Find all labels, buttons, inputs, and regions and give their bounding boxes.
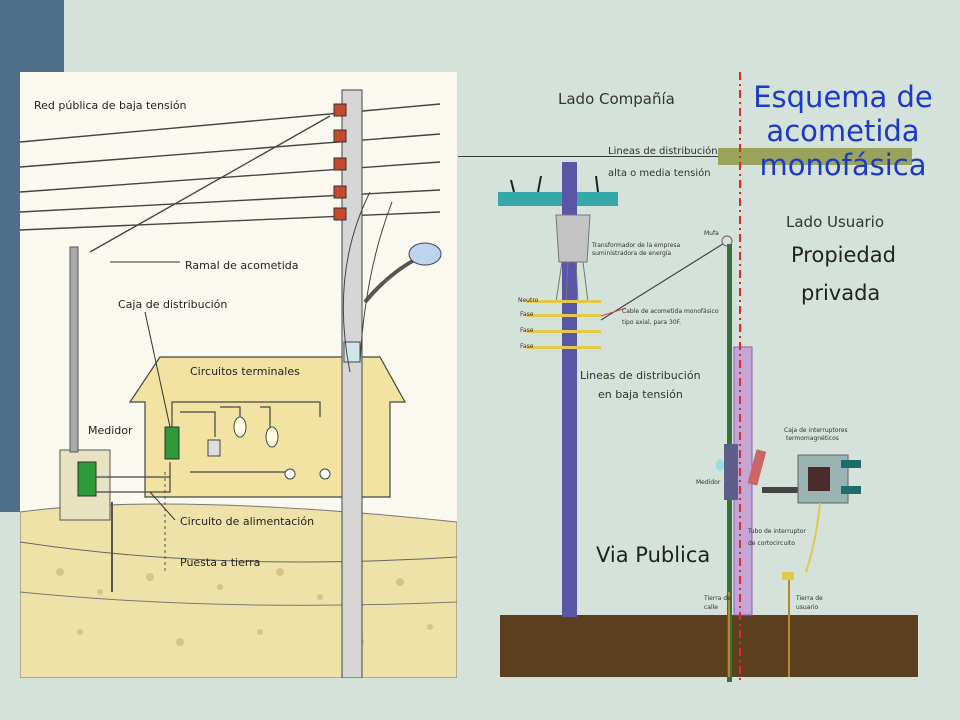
ground-slab: [500, 615, 918, 677]
label-tierra-calle-1: Tierra de: [703, 595, 731, 602]
utility-pole: [341, 89, 363, 679]
residential-service-illustration: Red pública de baja tensión Ramal de aco…: [19, 72, 458, 679]
label-lado-compania: Lado Compañía: [558, 90, 675, 108]
meter-box: [77, 461, 97, 497]
label-via-publica: Via Publica: [596, 543, 710, 567]
power-lines: [19, 103, 441, 253]
transformer-leads: [555, 261, 589, 303]
label-lineas-at-1: Lineas de distribución: [608, 145, 718, 157]
label-medidor: Medidor: [696, 479, 721, 486]
left-diagram-svg: Red pública de baja tensión Ramal de aco…: [19, 89, 458, 679]
label-ramal: Ramal de acometida: [185, 259, 299, 272]
label-transformador-1: Transformador de la empresa: [591, 242, 681, 249]
label-lineas-bt-2: en baja tensión: [598, 388, 683, 401]
secondary-bars: [526, 300, 601, 349]
label-transformador-2: suministradora de energía: [592, 250, 671, 257]
label-tierra-usuario-2: usuario: [796, 604, 819, 611]
title-accent-bar: [718, 148, 912, 165]
label-tubo-1: Tubo de interruptor: [747, 528, 806, 535]
label-circuito-alim: Circuito de alimentación: [180, 515, 314, 528]
label-caja: Caja de distribución: [118, 298, 227, 311]
transformer: [555, 214, 591, 263]
service-drop-cable: [600, 241, 727, 321]
title-underline: [458, 156, 900, 157]
single-phase-service-schematic: Lado Compañía Lineas de distribución alt…: [486, 72, 926, 682]
distribution-box: [164, 426, 180, 460]
ground-connector: [782, 572, 794, 580]
title-line-2: acometida: [766, 114, 920, 148]
label-tubo-2: de cortocircuito: [748, 540, 795, 547]
soil: [19, 503, 458, 679]
label-cable-1: Cable de acometida monofásico: [622, 308, 719, 315]
label-puesta-tierra: Puesta a tierra: [180, 556, 260, 569]
service-mast: [69, 246, 79, 453]
label-lineas-bt-1: Lineas de distribución: [580, 369, 701, 382]
meter: [716, 459, 724, 471]
label-circuitos: Circuitos terminales: [190, 365, 300, 378]
label-caja-int-2: termomagnéticos: [786, 435, 839, 442]
meter-base: [724, 444, 738, 500]
label-medidor: Medidor: [88, 424, 133, 437]
label-tierra-calle-2: calle: [704, 604, 718, 611]
label-caja-int-1: Caja de interruptores: [784, 427, 848, 434]
label-fase-3: Fase: [520, 343, 534, 350]
crossarm: [498, 192, 618, 206]
insulators: [333, 103, 347, 221]
terminal-circuits: [96, 401, 321, 493]
title-line-3: monofásica: [759, 148, 927, 182]
title-line-1: Esquema de: [753, 80, 933, 114]
label-lineas-at-2: alta o media tensión: [608, 167, 711, 179]
main-pole: [562, 162, 577, 617]
label-propiedad-2: privada: [801, 281, 880, 305]
label-mufa: Mufa: [704, 230, 719, 237]
street-lamp: [408, 242, 442, 266]
label-fase-1: Fase: [520, 311, 534, 318]
slide-title: Esquema de acometida monofásica: [748, 80, 938, 182]
label-fase-2: Fase: [520, 327, 534, 334]
label-red-publica: Red pública de baja tensión: [34, 99, 187, 112]
label-neutro: Neutro: [518, 297, 539, 304]
label-cable-2: tipo axial, para 30F.: [622, 319, 681, 326]
label-tierra-usuario-1: Tierra de: [795, 595, 823, 602]
label-propiedad-1: Propiedad: [791, 243, 896, 267]
label-lado-usuario: Lado Usuario: [786, 213, 884, 231]
right-diagram-svg: Lado Compañía Lineas de distribución alt…: [498, 72, 918, 682]
house-shape: [128, 356, 407, 498]
